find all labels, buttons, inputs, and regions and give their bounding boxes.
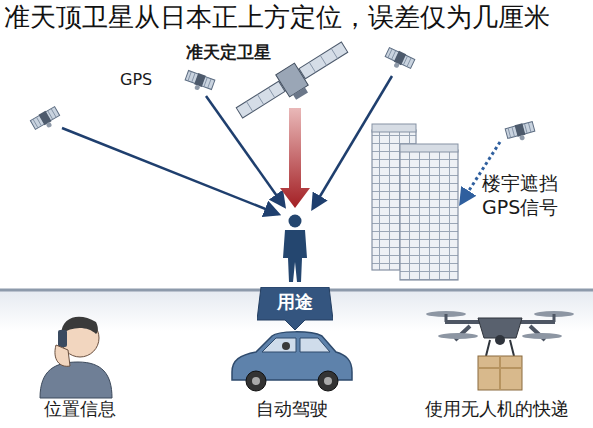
use-label: 自动驾驶 (256, 398, 328, 421)
use-label: 位置信息 (44, 398, 116, 421)
satellite-label: GPS (120, 70, 152, 90)
tab-text: 用途 (257, 287, 333, 314)
title: 准天顶卫星从日本正上方定位，误差仅为几厘米 (4, 1, 550, 34)
use-label: 使用无人机的快递 (425, 398, 569, 421)
gps-satellite (383, 47, 415, 74)
signal-arrow (206, 96, 284, 206)
gps-satellite (30, 106, 62, 134)
gps-satellite (505, 121, 536, 144)
note-label: 楼宇遮挡 GPS信号 (482, 172, 564, 220)
drone (426, 311, 574, 390)
satellite-label: 准天定卫星 (186, 42, 271, 63)
car (232, 332, 352, 391)
buildings (372, 124, 458, 280)
phone-user (40, 317, 112, 398)
signal-arrow (62, 128, 278, 214)
qzss-signal-arrow (280, 108, 310, 208)
person (283, 215, 307, 283)
tab-outline (257, 287, 333, 330)
gps-satellite (183, 70, 215, 95)
tab-arrow: 用途 (257, 287, 333, 330)
